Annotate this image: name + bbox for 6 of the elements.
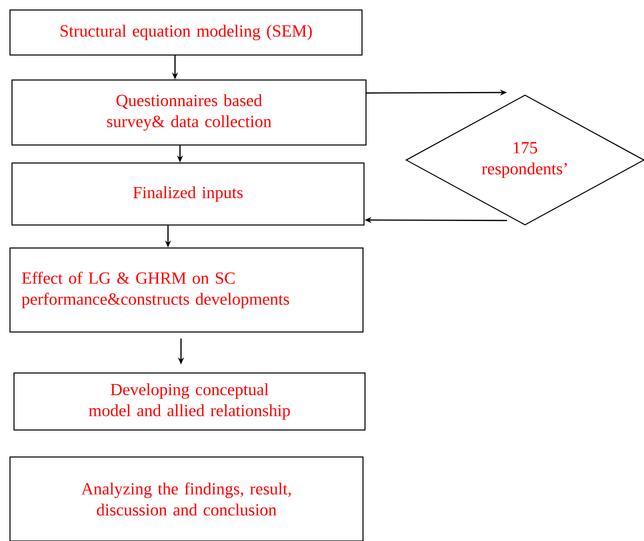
process-box: Analyzing the findings, result, discussion and conclusion — [10, 456, 364, 541]
process-box: Questionnaires based survey& data collection — [12, 80, 366, 146]
process-box: Finalized inputs — [12, 162, 364, 226]
process-box: Effect of LG & GHRM on SC performance&constructs developments — [10, 248, 364, 332]
process-box: Structural equation modeling (SEM) — [10, 10, 362, 56]
process-box: Developing conceptual model and allied relationship — [14, 372, 366, 430]
